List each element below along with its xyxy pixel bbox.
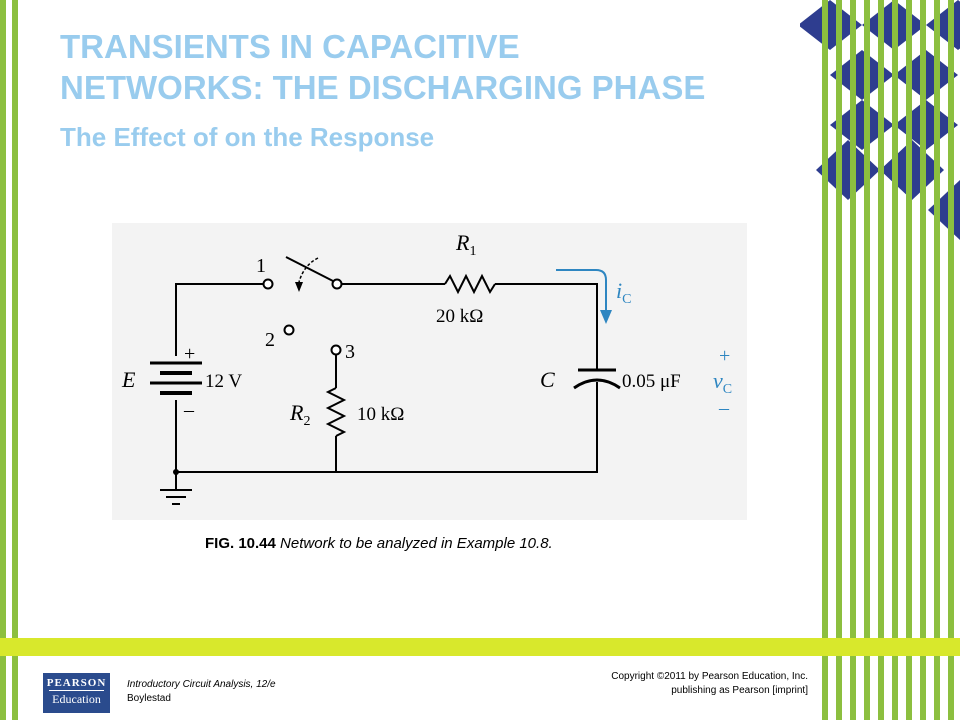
slide-subtitle: The Effect of on the Response <box>60 122 435 152</box>
copyright: Copyright ©2011 by Pearson Education, In… <box>611 670 808 698</box>
source-value: 12 V <box>205 371 242 392</box>
wire-capacitor-bottom <box>176 382 598 473</box>
right-stripes <box>822 0 954 720</box>
copyright-line-1: Copyright ©2011 by Pearson Education, In… <box>611 671 808 682</box>
r2-label: R2 <box>289 400 310 429</box>
voltage-label: vC <box>713 368 732 397</box>
pearson-logo: PEARSON Education <box>43 673 110 713</box>
title-line-2: NETWORKS: THE DISCHARGING PHASE <box>60 69 706 106</box>
switch-pivot <box>331 278 343 290</box>
current-arrow <box>556 269 612 324</box>
switch-arrow <box>295 257 319 292</box>
source-plus: + <box>184 343 195 365</box>
junction-dot <box>173 469 179 475</box>
terminal-1 <box>262 278 274 290</box>
node-3-label: 3 <box>345 341 355 363</box>
figure-background <box>112 223 747 520</box>
capacitor-label: C <box>540 367 555 392</box>
capacitor-value: 0.05 μF <box>622 371 681 392</box>
left-stripe <box>12 0 18 720</box>
slide-title: TRANSIENTS IN CAPACITIVE NETWORKS: THE D… <box>60 26 705 108</box>
logo-line-2: Education <box>52 692 101 706</box>
switch-blade <box>285 256 334 282</box>
source-label: E <box>121 367 136 392</box>
resistor-r1 <box>444 273 496 295</box>
wire-to-capacitor <box>495 283 598 370</box>
r2-value: 10 kΩ <box>357 404 404 425</box>
r1-label: R1 <box>455 230 476 259</box>
title-line-1: TRANSIENTS IN CAPACITIVE <box>60 28 520 65</box>
decorative-panel <box>800 0 960 720</box>
figure-caption-text: Network to be analyzed in Example 10.8. <box>280 535 553 552</box>
node-2-label: 2 <box>265 329 275 351</box>
book-info: Introductory Circuit Analysis, 12/e Boyl… <box>127 678 276 706</box>
book-author: Boylestad <box>127 693 171 704</box>
footer-bar <box>0 638 960 656</box>
left-stripe <box>0 0 6 720</box>
capacitor-bottom-plate <box>573 378 621 390</box>
logo-divider <box>49 690 104 691</box>
wire-top-left <box>175 283 263 356</box>
resistor-r2 <box>325 387 347 437</box>
voltage-minus: – <box>718 397 730 419</box>
figure-number: FIG. 10.44 <box>205 535 276 552</box>
copyright-line-2: publishing as Pearson [imprint] <box>671 685 808 696</box>
logo-line-1: PEARSON <box>46 677 107 689</box>
circuit-diagram: 1 2 3 R1 20 kΩ R2 10 kΩ E 12 V + – C 0.0… <box>112 223 747 520</box>
book-title: Introductory Circuit Analysis, 12/e <box>127 679 276 690</box>
r1-value: 20 kΩ <box>436 306 483 327</box>
node-1-label: 1 <box>256 255 266 277</box>
terminal-2 <box>283 324 295 336</box>
voltage-plus: + <box>719 345 730 367</box>
figure-caption: FIG. 10.44 Network to be analyzed in Exa… <box>205 535 553 552</box>
current-label: iC <box>616 278 631 307</box>
terminal-3 <box>330 344 342 356</box>
source-minus: – <box>183 399 195 421</box>
